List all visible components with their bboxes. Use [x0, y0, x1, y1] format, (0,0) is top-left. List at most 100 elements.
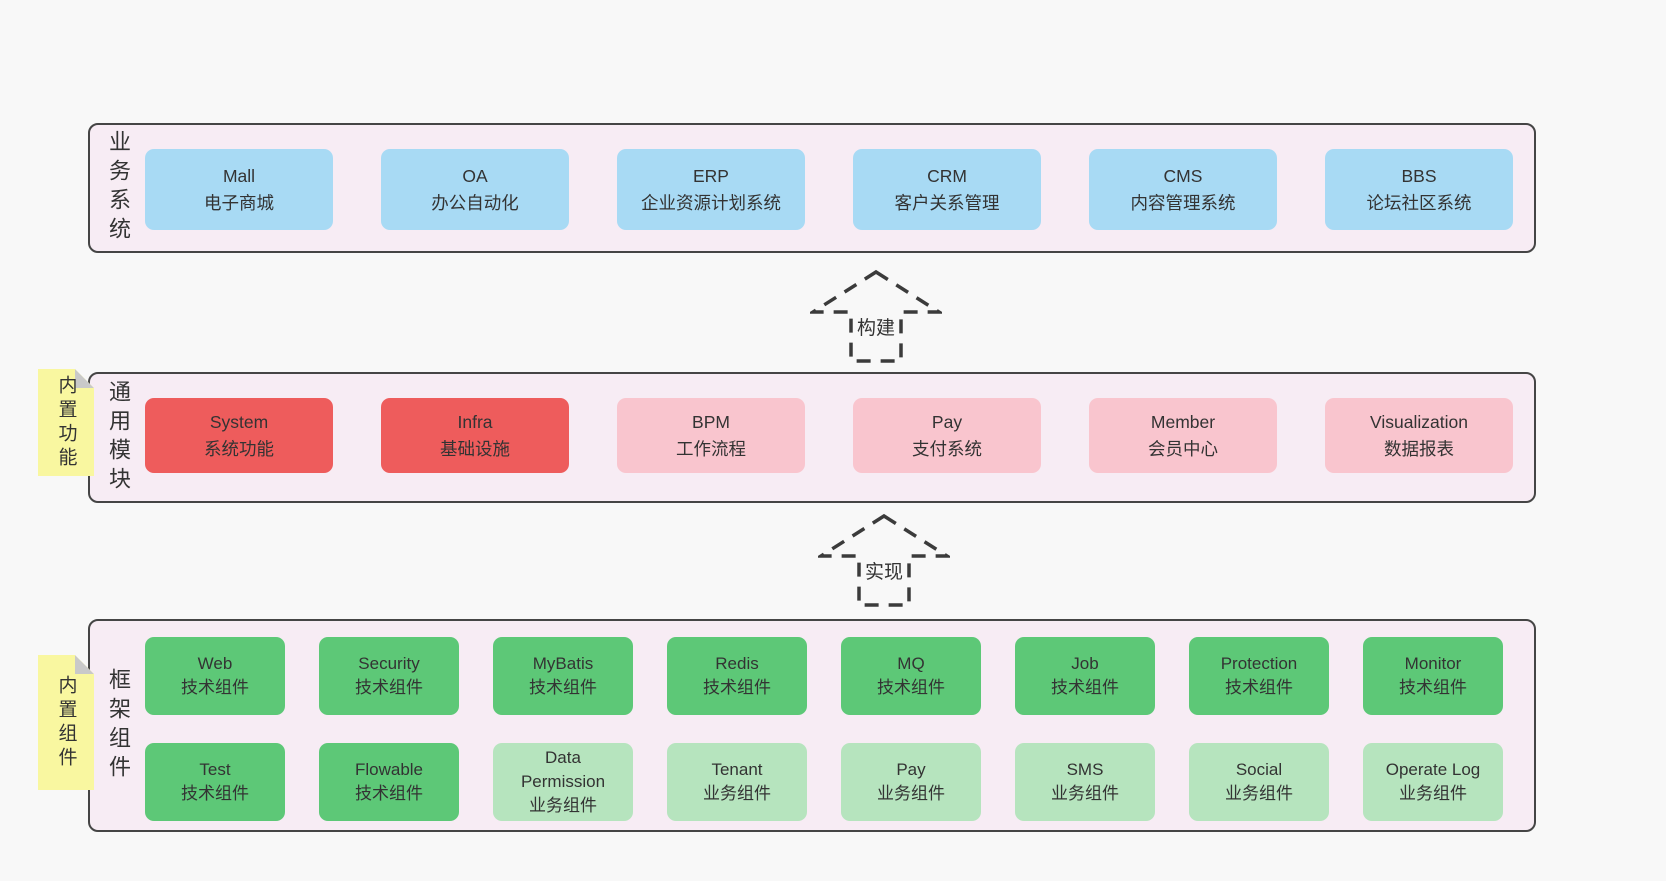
box-desc: 技术组件 [355, 784, 423, 803]
box-name: Pay [896, 760, 926, 779]
sticky-label: 内置组件 [55, 674, 77, 771]
panel-label-framework-components: 框架组件 [106, 667, 131, 784]
box-data-permission: Data Permission 业务组件 [493, 743, 633, 821]
box-redis: Redis 技术组件 [667, 637, 807, 715]
box-name: Operate Log [1385, 760, 1481, 779]
box-name: MyBatis [532, 654, 594, 673]
sticky-label: 内置功能 [55, 374, 77, 471]
box-desc: 技术组件 [181, 678, 249, 697]
box-desc: 业务组件 [1051, 784, 1119, 803]
box-pay-component: Pay 业务组件 [841, 743, 981, 821]
box-erp: ERP 企业资源计划系统 [617, 149, 805, 230]
box-desc: 系统功能 [204, 438, 274, 459]
box-tenant: Tenant 业务组件 [667, 743, 807, 821]
box-name: BBS [1401, 165, 1437, 186]
box-operate-log: Operate Log 业务组件 [1363, 743, 1503, 821]
panel-label-business-systems: 业务系统 [106, 130, 131, 246]
up-arrow-dashed-icon [818, 513, 950, 607]
box-web: Web 技术组件 [145, 637, 285, 715]
implement-arrow-label: 实现 [861, 557, 907, 584]
box-member: Member 会员中心 [1089, 398, 1277, 473]
box-test: Test 技术组件 [145, 743, 285, 821]
box-security: Security 技术组件 [319, 637, 459, 715]
box-name: Monitor [1404, 654, 1462, 673]
box-desc: 会员中心 [1148, 438, 1218, 459]
box-bbs: BBS 论坛社区系统 [1325, 149, 1513, 230]
box-name: System [209, 411, 269, 432]
box-monitor: Monitor 技术组件 [1363, 637, 1503, 715]
box-pay: Pay 支付系统 [853, 398, 1041, 473]
panel-label-common-modules: 通用模块 [106, 379, 131, 496]
box-name: Infra [457, 411, 493, 432]
box-desc: 内容管理系统 [1130, 192, 1236, 213]
box-name: Test [199, 760, 231, 779]
box-name: OA [462, 165, 488, 186]
box-desc: 数据报表 [1384, 438, 1454, 459]
box-desc: 电子商城 [204, 192, 274, 213]
box-name: Job [1071, 654, 1099, 673]
box-desc: 技术组件 [181, 784, 249, 803]
box-name: Security [358, 654, 420, 673]
build-arrow-label: 构建 [853, 313, 899, 340]
box-name: CRM [927, 165, 967, 186]
box-name: CMS [1163, 165, 1203, 186]
box-desc: 客户关系管理 [894, 192, 1000, 213]
box-visualization: Visualization 数据报表 [1325, 398, 1513, 473]
box-name: Pay [931, 411, 963, 432]
sticky-built-in-components: 内置组件 [38, 655, 94, 790]
box-social: Social 业务组件 [1189, 743, 1329, 821]
box-cms: CMS 内容管理系统 [1089, 149, 1277, 230]
box-desc: 技术组件 [703, 678, 771, 697]
panel-common-modules: 通用模块 System 系统功能 Infra 基础设施 BPM 工作流程 Pay… [88, 372, 1536, 503]
box-mq: MQ 技术组件 [841, 637, 981, 715]
box-desc: 技术组件 [355, 678, 423, 697]
panel-business-systems: 业务系统 Mall 电子商城 OA 办公自动化 ERP 企业资源计划系统 CRM… [88, 123, 1536, 253]
box-mybatis: MyBatis 技术组件 [493, 637, 633, 715]
box-flowable: Flowable 技术组件 [319, 743, 459, 821]
box-desc: 论坛社区系统 [1366, 192, 1472, 213]
box-name: BPM [692, 411, 730, 432]
box-desc: 支付系统 [912, 438, 982, 459]
box-name: MQ [897, 654, 925, 673]
box-name: Flowable [354, 760, 424, 779]
box-job: Job 技术组件 [1015, 637, 1155, 715]
box-desc: 工作流程 [676, 438, 746, 459]
box-name: Redis [715, 654, 759, 673]
box-crm: CRM 客户关系管理 [853, 149, 1041, 230]
box-name: Protection [1220, 654, 1298, 673]
box-desc: 技术组件 [1399, 678, 1467, 697]
box-protection: Protection 技术组件 [1189, 637, 1329, 715]
box-desc: 业务组件 [877, 784, 945, 803]
box-name: Tenant [711, 760, 763, 779]
box-mall: Mall 电子商城 [145, 149, 333, 230]
box-bpm: BPM 工作流程 [617, 398, 805, 473]
box-name: ERP [693, 165, 729, 186]
box-desc: 技术组件 [1225, 678, 1293, 697]
box-desc: 技术组件 [529, 678, 597, 697]
box-system: System 系统功能 [145, 398, 333, 473]
box-infra: Infra 基础设施 [381, 398, 569, 473]
box-name: Social [1235, 760, 1283, 779]
box-sms: SMS 业务组件 [1015, 743, 1155, 821]
box-oa: OA 办公自动化 [381, 149, 569, 230]
box-name: SMS [1066, 760, 1104, 779]
box-desc: 业务组件 [529, 796, 597, 815]
box-name: Data Permission [520, 748, 606, 791]
panel-framework-components: 框架组件 Web 技术组件 Security 技术组件 MyBatis 技术组件… [88, 619, 1536, 832]
box-desc: 业务组件 [1225, 784, 1293, 803]
build-arrow: 构建 [810, 269, 942, 364]
box-name: Visualization [1370, 411, 1468, 432]
box-name: Mall [222, 165, 256, 186]
box-desc: 企业资源计划系统 [641, 192, 781, 213]
box-desc: 办公自动化 [431, 192, 519, 213]
implement-arrow: 实现 [818, 513, 950, 608]
box-desc: 业务组件 [703, 784, 771, 803]
up-arrow-dashed-icon [810, 269, 942, 363]
box-name: Web [197, 654, 233, 673]
box-desc: 业务组件 [1399, 784, 1467, 803]
sticky-built-in-features: 内置功能 [38, 369, 94, 476]
box-desc: 技术组件 [877, 678, 945, 697]
box-desc: 技术组件 [1051, 678, 1119, 697]
box-name: Member [1150, 411, 1216, 432]
box-desc: 基础设施 [440, 438, 510, 459]
